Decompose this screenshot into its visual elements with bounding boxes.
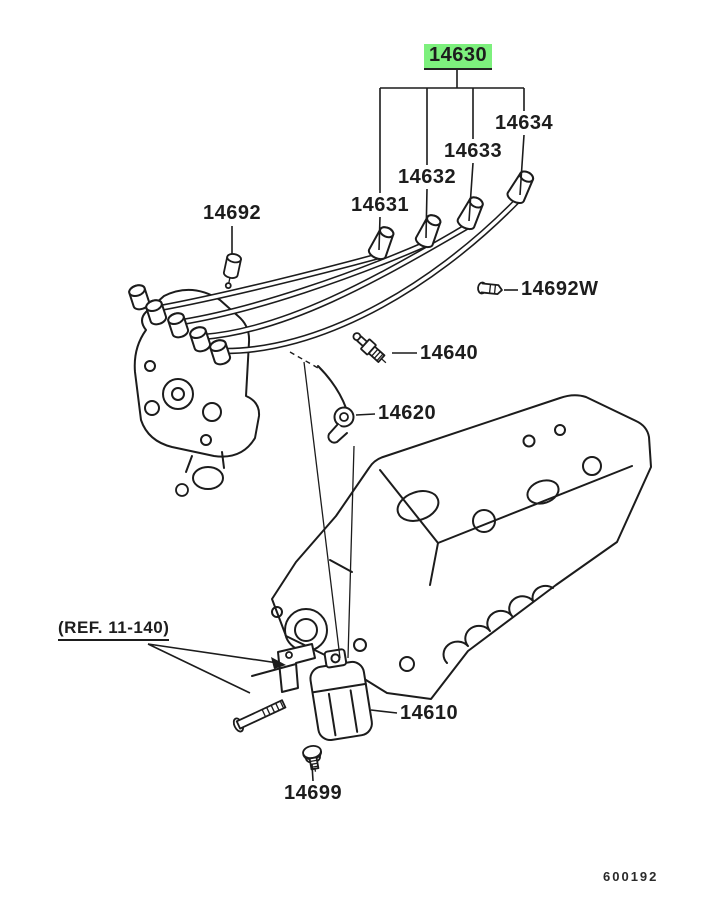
part-label-14630[interactable]: 14630	[424, 44, 493, 70]
cylinder-head-illustration	[271, 394, 652, 700]
part-label-14620[interactable]: 14620	[378, 402, 437, 424]
part-label-14640[interactable]: 14640	[420, 342, 479, 364]
part-label-14699[interactable]: 14699	[284, 782, 343, 804]
ignition-coil-illustration	[309, 648, 373, 742]
part-label-14631[interactable]: 14631	[351, 194, 410, 216]
condenser-14692-illustration	[223, 253, 242, 290]
part-label-14610[interactable]: 14610	[400, 702, 459, 724]
sensor-14620-illustration	[317, 365, 355, 444]
distributor-towers-illustration	[128, 284, 232, 366]
mounting-bolt-illustration	[232, 699, 287, 733]
spark-plug-14640-illustration	[352, 332, 387, 364]
part-label-14632[interactable]: 14632	[398, 166, 457, 188]
part-label-14692[interactable]: 14692	[203, 202, 262, 224]
part-label-14634[interactable]: 14634	[495, 112, 554, 134]
leader-lines	[147, 70, 525, 782]
spark-plug-cables-illustration	[156, 196, 522, 355]
coil-bracket-illustration	[251, 643, 316, 693]
ref-note-label[interactable]: (REF. 11-140)	[58, 618, 170, 641]
part-label-14692W[interactable]: 14692W	[521, 278, 599, 300]
screw-14699-illustration	[302, 744, 322, 772]
part-label-14633[interactable]: 14633	[444, 140, 503, 162]
ref-arrowhead	[271, 657, 286, 669]
screw-14692W-illustration	[477, 281, 503, 296]
sheet-code: 600192	[603, 869, 659, 884]
